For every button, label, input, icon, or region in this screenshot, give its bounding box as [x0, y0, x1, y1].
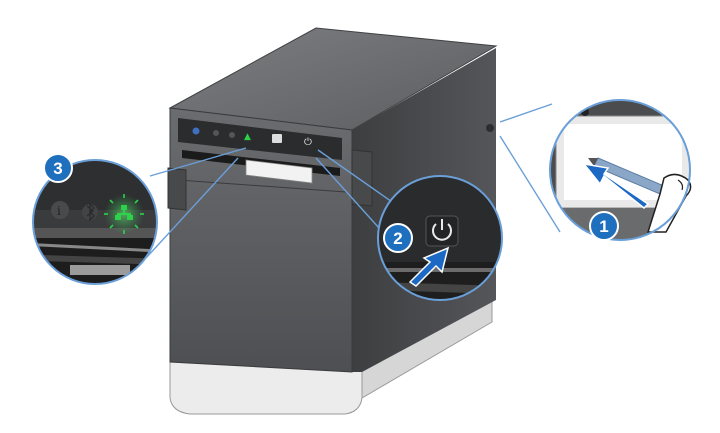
press-arrow — [408, 246, 450, 287]
step-badge-1: 1 — [589, 211, 619, 241]
cover-latch — [167, 167, 187, 211]
power-icon — [432, 219, 452, 241]
step-badge-2: 2 — [383, 223, 413, 253]
paper-feed-button[interactable] — [272, 134, 282, 143]
reset-hole — [486, 124, 494, 132]
power-button[interactable] — [425, 215, 459, 247]
bluetooth-icon — [82, 202, 98, 222]
network-status-icon: ▲ — [244, 132, 251, 142]
step-badge-3: 3 — [43, 153, 73, 183]
paper-slip — [245, 159, 313, 184]
step-number: 1 — [599, 217, 608, 236]
svg-text:i: i — [57, 204, 61, 218]
info-icon: i — [51, 201, 69, 219]
info-led — [192, 127, 200, 135]
bluetooth-led — [213, 130, 219, 136]
callout-lines — [145, 103, 561, 259]
insert-arrow — [582, 162, 650, 210]
step-number: 3 — [53, 159, 62, 178]
control-panel — [178, 118, 342, 160]
callout-led-zoom: i — [32, 159, 158, 285]
cover-seam — [177, 179, 347, 193]
network-led — [229, 132, 235, 138]
cover-latch-right — [351, 149, 373, 207]
callout-reset-stylus — [549, 99, 692, 241]
step-number: 2 — [393, 229, 402, 248]
network-status-led — [104, 194, 144, 234]
power-icon[interactable]: ⏻ — [304, 137, 312, 148]
printer-base — [169, 359, 363, 415]
